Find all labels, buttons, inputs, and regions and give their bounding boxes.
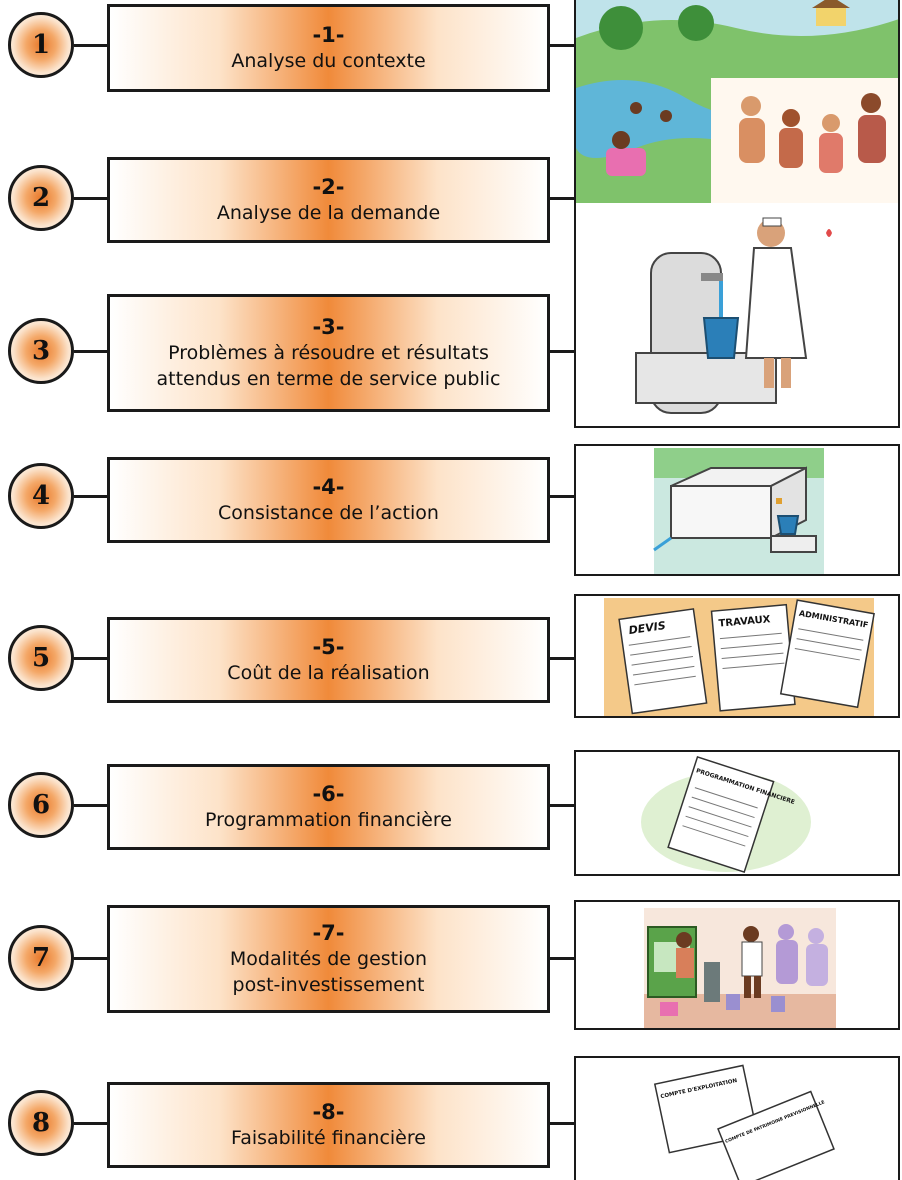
step-2-number: -2- [312, 175, 345, 199]
step-8-panel-connector [550, 1122, 574, 1125]
step-7-panel-connector [550, 957, 574, 960]
step-6-circle: 6 [8, 772, 74, 838]
step-3-circle-number: 3 [31, 336, 51, 366]
step-4-title: Consistance de l’action [218, 502, 439, 524]
illustration-panel-management [574, 900, 900, 1030]
step-3-title-line-1: Problèmes à résoudre et résultats [168, 342, 489, 364]
step-7-title-line-1: Modalités de gestion [229, 948, 428, 970]
illustration-panel-context [574, 0, 900, 428]
step-4-number: -4- [312, 475, 345, 499]
step-8-box: -8- Faisabilité financière [107, 1082, 550, 1168]
step-5-box: -5- Coût de la réalisation [107, 617, 550, 703]
step-5-circle: 5 [8, 625, 74, 691]
step-2-circle: 2 [8, 165, 74, 231]
step-6-number: -6- [312, 782, 345, 806]
step-7-title-line-2: post-investissement [232, 974, 425, 996]
step-7-circle: 7 [8, 925, 74, 991]
step-5-number: -5- [312, 635, 345, 659]
travaux-doc-label: TRAVAUX [718, 614, 771, 630]
step-5-connector [74, 657, 107, 660]
step-8-number: -8- [312, 1100, 345, 1124]
step-3-number: -3- [312, 315, 345, 339]
step-1-number: -1- [312, 23, 345, 47]
step-8-connector [74, 1122, 107, 1125]
step-3-circle: 3 [8, 318, 74, 384]
step-4-box: -4- Consistance de l’action [107, 457, 550, 543]
step-2-title: Analyse de la demande [216, 202, 441, 224]
step-3-connector [74, 350, 107, 353]
step-1-box: -1- Analyse du contexte [107, 4, 550, 92]
step-7-box: -7- Modalités de gestion post-investisse… [107, 905, 550, 1013]
step-3-box: -3- Problèmes à résoudre et résultats at… [107, 294, 550, 412]
step-8-circle-number: 8 [31, 1108, 51, 1138]
step-1-connector [74, 44, 107, 47]
step-2-box: -2- Analyse de la demande [107, 157, 550, 243]
step-6-connector [74, 804, 107, 807]
step-6-panel-connector [550, 804, 574, 807]
illustration-panel-accounts: COMPTE D'EXPLOITATION COMPTE DE PATRIMOI… [574, 1056, 900, 1180]
step-7-circle-number: 7 [31, 943, 51, 973]
step-7-connector [74, 957, 107, 960]
step-1-panel-connector [550, 44, 574, 47]
step-8-title: Faisabilité financière [231, 1127, 426, 1149]
step-3-panel-connector [550, 350, 574, 353]
step-7-number: -7- [312, 921, 345, 945]
step-3-title-line-2: attendus en terme de service public [156, 368, 501, 390]
step-6-box: -6- Programmation financière [107, 764, 550, 850]
step-4-panel-connector [550, 495, 574, 498]
step-4-circle-number: 4 [31, 481, 51, 511]
step-5-title: Coût de la réalisation [227, 662, 430, 684]
step-4-circle: 4 [8, 463, 74, 529]
step-1-circle-number: 1 [31, 30, 51, 60]
illustration-panel-reservoir [574, 444, 900, 576]
step-2-circle-number: 2 [31, 183, 51, 213]
step-1-circle: 1 [8, 12, 74, 78]
illustration-panel-programming: PROGRAMMATION FINANCIERE [574, 750, 900, 876]
step-2-connector [74, 197, 107, 200]
step-5-panel-connector [550, 657, 574, 660]
step-1-title: Analyse du contexte [231, 50, 426, 72]
step-2-panel-connector [550, 197, 574, 200]
step-4-connector [74, 495, 107, 498]
step-6-title: Programmation financière [205, 809, 452, 831]
devis-doc-label: DEVIS [628, 619, 667, 637]
illustration-panel-documents: DEVIS TRAVAUX ADMINISTRATIF [574, 594, 900, 718]
step-6-circle-number: 6 [31, 790, 51, 820]
step-8-circle: 8 [8, 1090, 74, 1156]
step-5-circle-number: 5 [31, 643, 51, 673]
